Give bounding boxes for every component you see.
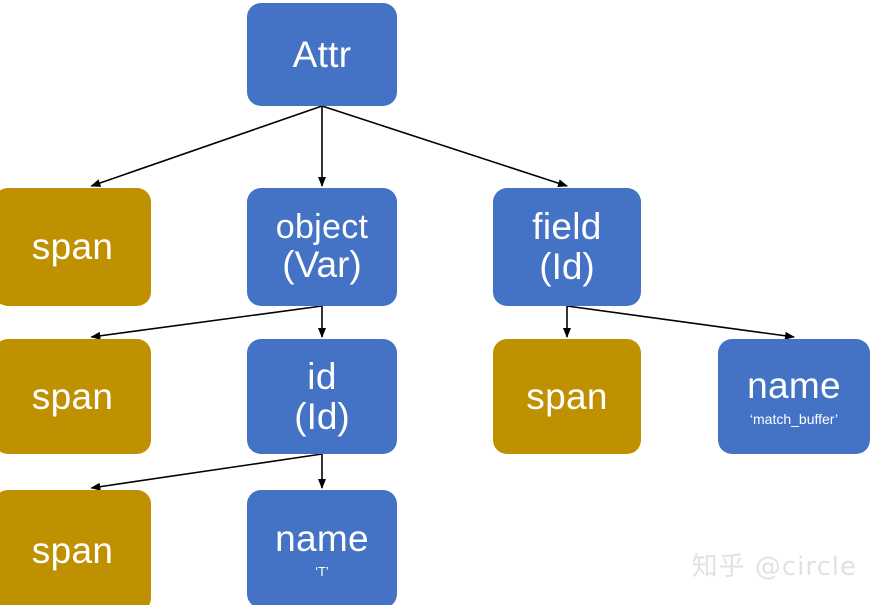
- node-title: span: [31, 530, 114, 572]
- node-title: name: [275, 518, 369, 559]
- node-span2[interactable]: span: [0, 339, 151, 454]
- node-span4[interactable]: span: [0, 490, 151, 605]
- node-subtitle: (Var): [282, 244, 362, 286]
- node-span3[interactable]: span: [493, 339, 641, 454]
- node-title: Attr: [292, 33, 352, 75]
- node-title: field: [532, 206, 602, 248]
- node-name_T[interactable]: name ‘T’: [247, 490, 397, 605]
- node-title: object: [275, 207, 369, 246]
- edge-attr-to-field: [321, 105, 568, 188]
- node-title: id: [307, 355, 337, 397]
- edge-object-to-span2: [90, 305, 323, 340]
- node-span1[interactable]: span: [0, 188, 151, 306]
- node-title: span: [31, 375, 114, 417]
- node-name_match_buffer[interactable]: name ‘match_buffer’: [718, 339, 870, 454]
- node-id[interactable]: id(Id): [247, 339, 397, 454]
- node-object[interactable]: object(Var): [247, 188, 397, 306]
- node-title: span: [31, 226, 114, 268]
- node-field[interactable]: field(Id): [493, 188, 641, 306]
- edge-id-to-span4: [90, 453, 323, 491]
- watermark: 知乎 @circle: [691, 552, 857, 582]
- node-literal: ‘T’: [315, 563, 329, 579]
- node-title: span: [526, 375, 608, 417]
- edge-attr-to-span1: [90, 105, 323, 187]
- node-subtitle: (Id): [539, 246, 595, 287]
- edge-field-to-name_match_buffer: [566, 305, 795, 340]
- node-subtitle: (Id): [294, 395, 350, 437]
- node-title: name: [747, 364, 841, 406]
- node-literal: ‘match_buffer’: [749, 410, 839, 427]
- node-attr[interactable]: Attr: [247, 3, 397, 106]
